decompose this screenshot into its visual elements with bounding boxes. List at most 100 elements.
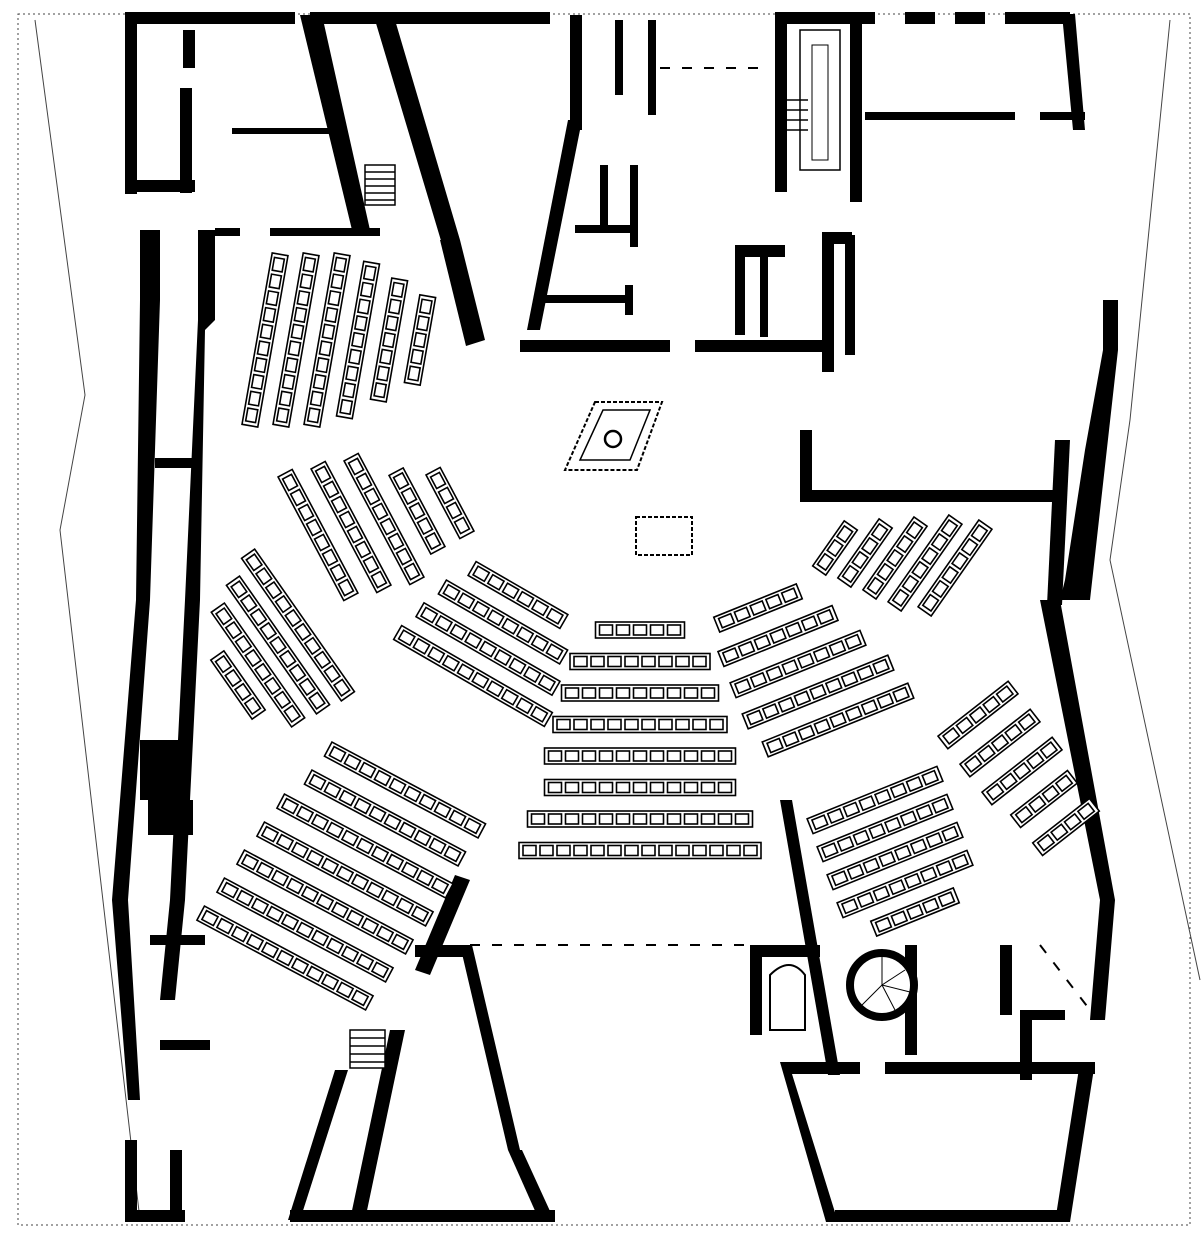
seat bbox=[844, 633, 863, 650]
left-lower-block-row bbox=[215, 877, 395, 983]
seat bbox=[338, 510, 356, 529]
seat bbox=[486, 573, 506, 591]
seat bbox=[275, 833, 295, 851]
seat bbox=[649, 624, 665, 636]
seat bbox=[255, 861, 275, 879]
right-upper-block-row bbox=[836, 517, 894, 589]
seat bbox=[537, 674, 557, 692]
seat bbox=[909, 838, 928, 855]
seat bbox=[666, 750, 682, 762]
seat bbox=[883, 816, 902, 833]
seat bbox=[330, 495, 348, 514]
left-outer-block-row bbox=[210, 601, 306, 729]
seat bbox=[428, 837, 447, 855]
seat bbox=[303, 636, 322, 656]
seat bbox=[478, 640, 498, 658]
seat bbox=[247, 390, 262, 407]
seat bbox=[320, 857, 340, 875]
seat bbox=[269, 635, 287, 655]
seat bbox=[777, 696, 796, 713]
seat bbox=[250, 373, 265, 391]
center-block-row bbox=[543, 747, 737, 765]
seat bbox=[753, 634, 772, 651]
seat bbox=[547, 813, 563, 825]
left-lower-block-row bbox=[255, 821, 435, 927]
seat bbox=[683, 813, 699, 825]
seat bbox=[985, 782, 1005, 801]
seat bbox=[270, 869, 290, 887]
left-middle-block bbox=[276, 452, 476, 602]
seat bbox=[363, 487, 381, 506]
seat bbox=[581, 781, 597, 794]
seat bbox=[387, 532, 405, 551]
seat bbox=[284, 356, 299, 374]
seat bbox=[598, 781, 614, 794]
seat bbox=[433, 801, 452, 819]
seat bbox=[860, 699, 879, 716]
seat bbox=[874, 916, 893, 933]
seat bbox=[308, 773, 327, 791]
seat bbox=[573, 844, 588, 857]
seat bbox=[886, 548, 904, 568]
seat bbox=[545, 607, 565, 625]
seat bbox=[442, 583, 461, 601]
pew bbox=[569, 652, 711, 671]
seat bbox=[835, 524, 854, 544]
seat bbox=[350, 873, 370, 891]
seat bbox=[921, 897, 940, 914]
seat bbox=[244, 648, 263, 668]
seat bbox=[624, 844, 639, 857]
seat bbox=[359, 281, 374, 298]
seat bbox=[358, 761, 377, 779]
seat bbox=[328, 745, 347, 763]
seat bbox=[692, 844, 707, 857]
seat bbox=[371, 502, 389, 521]
seat bbox=[840, 671, 859, 688]
seat bbox=[333, 256, 348, 273]
dashed-thresholds bbox=[470, 67, 1091, 1011]
seat bbox=[296, 289, 311, 307]
seat bbox=[271, 256, 286, 273]
seat bbox=[941, 565, 960, 585]
seat bbox=[906, 903, 924, 921]
seat bbox=[830, 870, 849, 887]
seat bbox=[437, 486, 455, 505]
right-wing-block-row bbox=[712, 582, 804, 634]
seat bbox=[841, 564, 860, 584]
seat bbox=[868, 823, 887, 840]
right-middle-block-row bbox=[958, 708, 1042, 778]
seat bbox=[508, 657, 527, 675]
seat bbox=[290, 841, 310, 859]
seat bbox=[306, 407, 321, 424]
seat bbox=[290, 323, 305, 340]
center-block-row bbox=[560, 684, 720, 702]
seat bbox=[264, 580, 283, 600]
seat bbox=[305, 965, 325, 983]
seat bbox=[829, 711, 847, 729]
seat bbox=[1012, 761, 1032, 781]
lectern bbox=[635, 516, 693, 556]
seat bbox=[733, 606, 752, 623]
right-wing-block-row bbox=[716, 604, 840, 668]
seat bbox=[649, 687, 665, 699]
seat bbox=[314, 465, 332, 484]
seat bbox=[700, 687, 716, 699]
seating-area bbox=[195, 252, 1101, 1011]
center-block-row bbox=[569, 652, 711, 671]
seat bbox=[515, 697, 534, 715]
seat bbox=[800, 615, 819, 632]
seat bbox=[866, 576, 885, 596]
seat bbox=[888, 879, 907, 896]
seat bbox=[224, 668, 243, 688]
seat bbox=[893, 844, 912, 861]
seat bbox=[418, 298, 433, 315]
spiral-stair bbox=[769, 949, 918, 1031]
seat bbox=[390, 281, 405, 298]
seat bbox=[921, 593, 940, 613]
left-upper-block-row bbox=[335, 260, 381, 420]
seat bbox=[515, 626, 535, 644]
seat bbox=[254, 566, 273, 586]
seat bbox=[260, 825, 280, 843]
seat bbox=[297, 503, 315, 522]
seat bbox=[370, 961, 390, 979]
